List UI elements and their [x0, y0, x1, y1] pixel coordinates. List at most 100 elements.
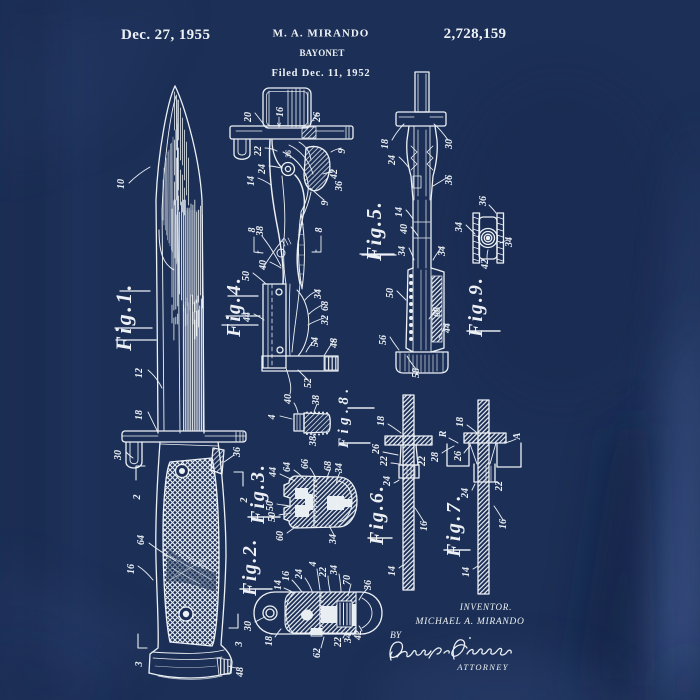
svg-text:68: 68 [432, 307, 443, 317]
svg-text:26: 26 [453, 451, 464, 462]
svg-text:Filed Dec. 11, 1952: Filed Dec. 11, 1952 [272, 68, 371, 79]
svg-text:34: 34 [454, 222, 465, 233]
svg-text:34: 34 [329, 565, 340, 576]
svg-text:Fig.8.: Fig.8. [336, 384, 352, 449]
svg-text:Fig.4.: Fig.4. [223, 276, 245, 338]
svg-text:30: 30 [243, 621, 254, 632]
svg-text:38: 38 [308, 436, 319, 447]
svg-text:26: 26 [371, 444, 382, 455]
svg-text:14: 14 [394, 207, 405, 217]
svg-text:36: 36 [334, 181, 345, 192]
svg-text:Fig.1.: Fig.1. [111, 282, 136, 352]
svg-text:28: 28 [430, 452, 441, 463]
svg-text:36: 36 [232, 447, 243, 458]
svg-text:Fig.9.: Fig.9. [465, 276, 487, 338]
svg-text:9: 9 [320, 201, 331, 206]
svg-text:Fig.5.: Fig.5. [362, 201, 386, 262]
svg-text:20: 20 [243, 112, 254, 123]
svg-text:16: 16 [419, 521, 430, 531]
svg-text:22: 22 [253, 146, 264, 157]
svg-text:18: 18 [455, 417, 466, 427]
svg-text:58: 58 [411, 368, 422, 378]
svg-text:64: 64 [282, 462, 293, 472]
svg-text:68: 68 [320, 301, 331, 311]
svg-text:34: 34 [343, 633, 354, 644]
svg-text:22: 22 [379, 456, 390, 467]
svg-text:24: 24 [257, 164, 268, 175]
svg-text:40: 40 [399, 224, 410, 235]
svg-text:38: 38 [255, 226, 266, 237]
svg-text:14: 14 [246, 176, 257, 186]
svg-text:34: 34 [328, 534, 339, 545]
svg-text:12: 12 [134, 368, 145, 378]
svg-text:34: 34 [313, 289, 324, 300]
svg-text:ATTORNEY: ATTORNEY [456, 662, 509, 672]
svg-text:30: 30 [444, 139, 455, 150]
svg-text:60: 60 [275, 531, 286, 541]
svg-text:40: 40 [283, 394, 294, 405]
svg-text:32: 32 [320, 315, 331, 326]
svg-text:14: 14 [387, 566, 398, 576]
svg-text:68: 68 [323, 461, 334, 471]
svg-text:36: 36 [284, 150, 293, 159]
svg-text:24: 24 [294, 569, 305, 580]
svg-text:16: 16 [281, 571, 292, 581]
svg-text:42: 42 [353, 630, 364, 641]
svg-text:18: 18 [134, 410, 145, 420]
svg-text:38: 38 [311, 395, 322, 406]
svg-text:22: 22 [494, 481, 505, 492]
svg-text:48: 48 [329, 338, 340, 349]
svg-text:Fig.6.: Fig.6. [366, 484, 388, 546]
svg-text:44: 44 [442, 323, 453, 334]
svg-text:70: 70 [342, 575, 353, 585]
svg-text:54: 54 [310, 337, 321, 347]
svg-text:36: 36 [363, 580, 374, 591]
svg-text:56: 56 [378, 335, 389, 345]
svg-text:52: 52 [303, 378, 314, 388]
svg-text:8: 8 [314, 228, 325, 233]
svg-text:40: 40 [258, 260, 269, 271]
svg-text:50: 50 [241, 271, 252, 281]
svg-text:50: 50 [265, 501, 276, 511]
svg-text:8: 8 [247, 228, 258, 233]
svg-text:A: A [512, 432, 523, 440]
svg-text:44: 44 [268, 467, 279, 478]
svg-text:50: 50 [385, 288, 396, 298]
svg-text:2: 2 [239, 498, 250, 504]
svg-text:16: 16 [498, 519, 509, 529]
svg-text:18: 18 [376, 416, 387, 426]
svg-text:18: 18 [380, 139, 391, 149]
svg-text:10: 10 [116, 179, 127, 189]
svg-text:48: 48 [235, 667, 246, 678]
svg-text:30: 30 [113, 450, 124, 461]
svg-text:44: 44 [242, 312, 253, 323]
svg-text:14: 14 [461, 567, 472, 577]
svg-text:4: 4 [308, 562, 319, 568]
svg-text:BAYONET: BAYONET [299, 48, 344, 58]
svg-text:18: 18 [264, 636, 275, 646]
svg-text:Dec. 27, 1955: Dec. 27, 1955 [121, 27, 210, 43]
svg-text:22: 22 [333, 637, 344, 648]
svg-text:42: 42 [480, 259, 491, 270]
svg-text:34: 34 [437, 246, 448, 257]
svg-text:24: 24 [460, 488, 471, 499]
svg-text:Fig.3.: Fig.3. [247, 463, 269, 525]
svg-text:24: 24 [382, 476, 393, 487]
svg-text:BY: BY [390, 631, 403, 641]
svg-text:MICHAEL A. MIRANDO: MICHAEL A. MIRANDO [414, 617, 524, 627]
svg-text:2,728,159: 2,728,159 [444, 26, 507, 42]
svg-text:9: 9 [337, 149, 348, 154]
svg-text:24: 24 [387, 155, 398, 166]
svg-text:36: 36 [478, 196, 489, 207]
svg-text:34: 34 [397, 246, 408, 257]
svg-text:26: 26 [312, 112, 323, 123]
svg-text:INVENTOR.: INVENTOR. [459, 602, 512, 612]
svg-text:3: 3 [134, 662, 145, 668]
svg-text:66: 66 [300, 459, 311, 469]
svg-text:4: 4 [267, 415, 278, 421]
svg-text:64: 64 [136, 535, 147, 545]
svg-text:34: 34 [504, 237, 515, 248]
svg-text:62: 62 [312, 648, 323, 658]
svg-text:42: 42 [329, 169, 340, 180]
svg-text:22: 22 [417, 456, 428, 467]
